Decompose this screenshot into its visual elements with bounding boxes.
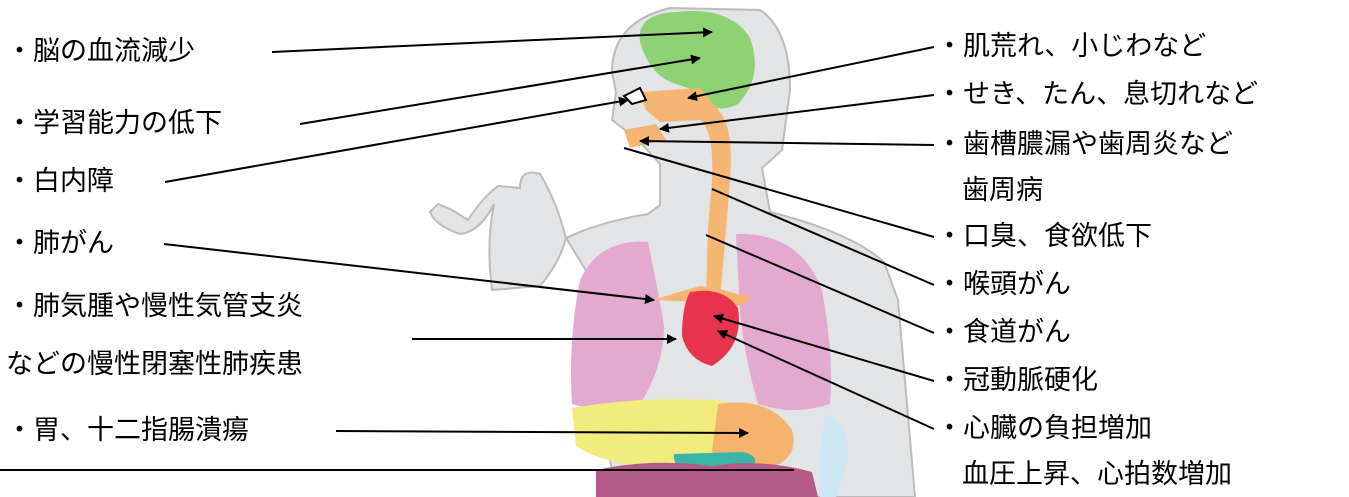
label-ulcer: ・胃、十二指腸潰瘍 (6, 415, 249, 447)
label-heart-load: ・心臓の負担増加 (936, 413, 1152, 445)
label-blood-pressure: 血圧上昇、心拍数増加 (962, 459, 1232, 491)
label-laryngeal-cancer: ・喉頭がん (936, 269, 1071, 301)
label-copd: などの慢性閉塞性肺疾患 (6, 349, 303, 381)
label-periodontal-detail: ・歯槽膿漏や歯周炎など (936, 129, 1233, 161)
label-coronary-sclerosis: ・冠動脈硬化 (936, 365, 1098, 397)
label-periodontal: 歯周病 (962, 175, 1043, 207)
label-lung-cancer: ・肺がん (6, 228, 114, 260)
label-emphysema: ・肺気腫や慢性気管支炎 (6, 291, 303, 323)
label-bad-breath: ・口臭、食欲低下 (936, 221, 1152, 253)
leader-line-cataract (165, 100, 628, 182)
label-cough: ・せき、たん、息切れなど (936, 79, 1258, 111)
label-learning-decline: ・学習能力の低下 (6, 108, 222, 140)
label-skin: ・肌荒れ、小じわなど (936, 31, 1206, 63)
label-cataract: ・白内障 (6, 166, 114, 198)
arm-shape (430, 173, 566, 290)
intestine-shape (596, 463, 818, 497)
label-brain-blood-flow: ・脳の血流減少 (6, 36, 195, 68)
label-esophageal-cancer: ・食道がん (936, 317, 1071, 349)
